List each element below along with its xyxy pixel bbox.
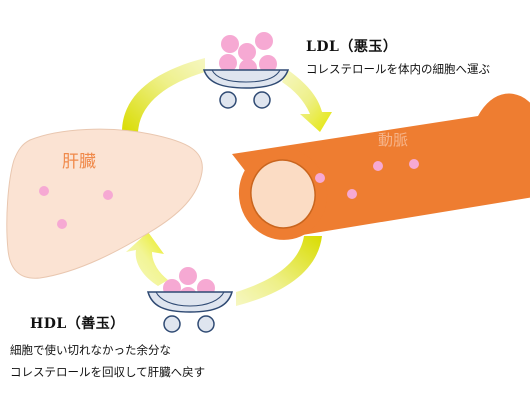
hdl-ball [179,267,197,285]
ldl-particle-cart [202,32,290,109]
artery-dot [315,173,325,183]
liver-dot [39,186,49,196]
artery: 動脈 [232,93,530,240]
ldl-ball [255,32,273,50]
liver-label: 肝臓 [62,152,96,172]
hdl-description-line-2: コレステロールを回収して肝臓へ戻す [10,365,206,379]
artery-dot [409,159,419,169]
arrow-ldl-to-artery [282,70,332,132]
hdl-wheel [197,315,215,333]
ldl-ball [221,35,239,53]
liver-dot [57,219,67,229]
ldl-title: LDL（悪玉） [306,39,398,55]
hdl-description-line-1: 細胞で使い切れなかった余分な [10,343,171,357]
arrow-liver-to-ldl [122,58,205,132]
hdl-particle-cart [147,267,233,333]
hdl-wheel [163,315,181,333]
ldl-wheel [219,91,237,109]
artery-dot [347,189,357,199]
ldl-ball [259,55,277,73]
arrow-hdl-to-liver [126,232,168,286]
artery-dot [373,161,383,171]
artery-label: 動脈 [378,131,408,149]
hdl-title: HDL（善玉） [30,316,125,332]
ldl-ball [219,54,237,72]
liver: 肝臓 [6,128,203,279]
arrow-artery-to-hdl [236,236,322,306]
ldl-description: コレステロールを体内の細胞へ運ぶ [306,62,490,76]
ldl-ball [238,43,256,61]
ldl-wheel [253,91,271,109]
liver-dot [103,190,113,200]
